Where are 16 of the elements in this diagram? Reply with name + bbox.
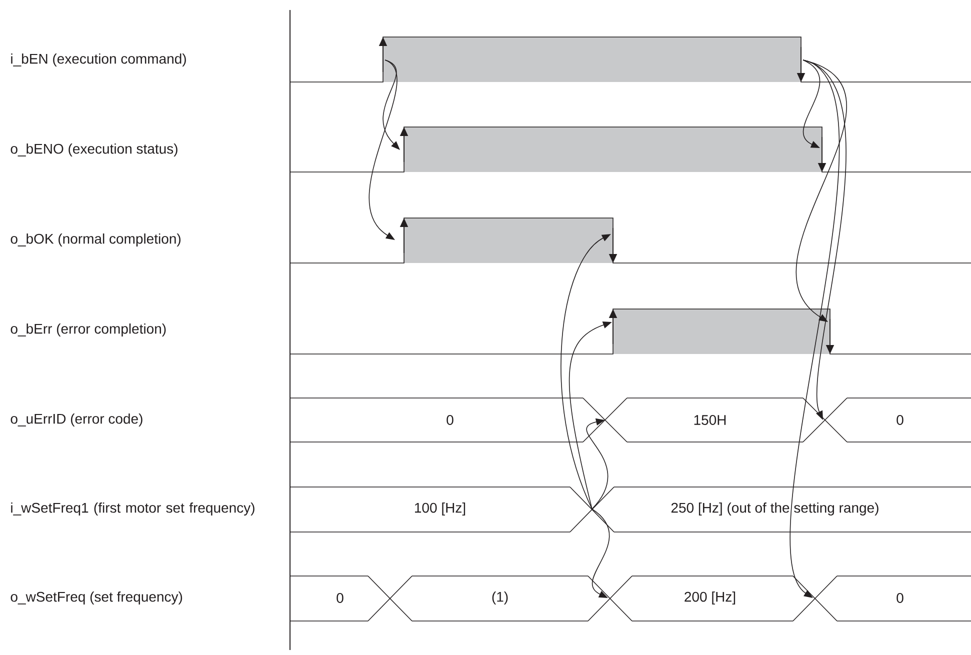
signal-value: 0 <box>896 593 904 603</box>
signal-name: i_bEN (execution command) <box>11 53 186 67</box>
signal-value: 100 [Hz] <box>415 502 466 516</box>
signal-value: 0 <box>336 593 344 603</box>
signal-value: (1) <box>492 591 508 605</box>
signal-value: 250 [Hz] (out of the setting range) <box>671 502 878 516</box>
signal-name: o_bENO (execution status) <box>10 143 178 157</box>
signal-value: 0 <box>896 415 904 425</box>
signal-name: o_bOK (normal completion) <box>10 233 180 247</box>
signal-value: 150H <box>694 415 726 425</box>
signal-name: o_uErrID (error code) <box>10 413 142 427</box>
signal-value: 0 <box>446 415 454 425</box>
signal-name: o_wSetFreq (set frequency) <box>10 591 182 605</box>
signal-name: o_bErr (error completion) <box>10 323 166 337</box>
signal-value: 200 [Hz] <box>684 591 736 605</box>
signal-name: i_wSetFreq1 (first motor set frequency) <box>11 502 254 516</box>
